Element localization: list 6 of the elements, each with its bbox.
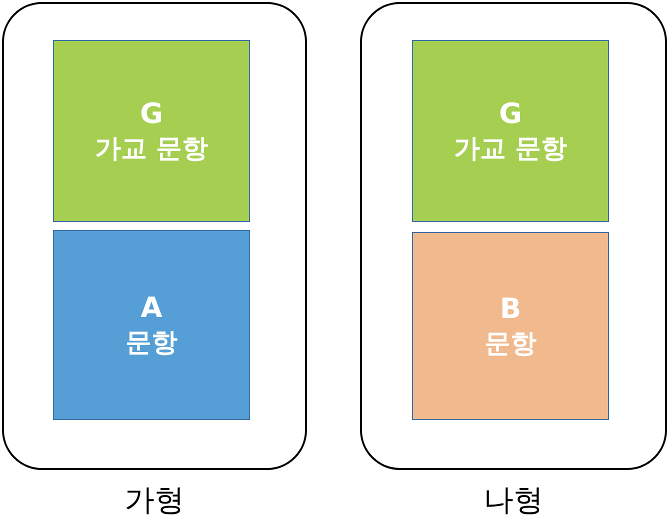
panel-heading: 나형 (482, 482, 544, 520)
item-box: B 문항 (412, 232, 609, 420)
item-box: G 가교 문항 (412, 40, 609, 222)
panel-heading: 가형 (124, 482, 186, 520)
item-box: A 문항 (53, 230, 250, 420)
item-box: G 가교 문항 (53, 40, 250, 222)
